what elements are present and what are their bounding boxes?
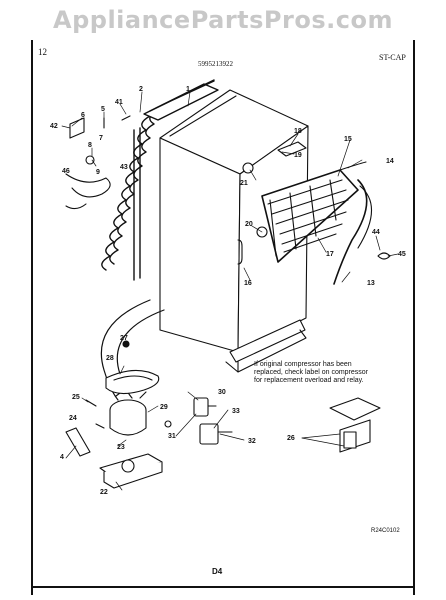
compressor-replacement-note: If original compressor has been replaced… [254, 361, 369, 384]
callout-25: 25 [72, 394, 80, 401]
page-number: 12 [38, 47, 47, 57]
callout-33: 33 [232, 408, 240, 415]
callout-20: 20 [245, 221, 253, 228]
leader-lines [61, 91, 399, 491]
callout-44: 44 [372, 229, 380, 236]
section-code: ST-CAP [379, 53, 406, 62]
callout-42: 42 [50, 123, 58, 130]
compressor [109, 389, 147, 436]
callout-8: 8 [88, 142, 92, 149]
callout-9: 9 [96, 169, 100, 176]
relay-overload [193, 397, 233, 445]
callout-7: 7 [99, 135, 103, 142]
callout-32: 32 [248, 438, 256, 445]
callout-19: 19 [294, 152, 302, 159]
callout-43: 43 [120, 164, 128, 171]
callout-6: 6 [81, 112, 85, 119]
callout-45: 45 [398, 251, 406, 258]
callout-14: 14 [386, 158, 394, 165]
callout-41: 41 [115, 99, 123, 106]
callout-22: 22 [100, 489, 108, 496]
callout-28: 28 [106, 355, 114, 362]
callout-2: 2 [139, 86, 143, 93]
callout-23: 23 [117, 444, 125, 451]
compressor-base [99, 453, 163, 489]
callout-27: 27 [120, 335, 128, 342]
diagram-reference-code: R24C0102 [371, 528, 400, 534]
callout-16: 16 [244, 280, 252, 287]
callout-26: 26 [287, 435, 295, 442]
callout-5: 5 [101, 106, 105, 113]
callout-18: 18 [294, 128, 302, 135]
evaporator-assembly [261, 161, 373, 285]
callout-24: 24 [69, 415, 77, 422]
callout-29: 29 [160, 404, 168, 411]
callout-4: 4 [60, 454, 64, 461]
callout-21: 21 [240, 180, 248, 187]
callout-13: 13 [367, 280, 375, 287]
callout-15: 15 [344, 136, 352, 143]
callout-46: 46 [62, 168, 70, 175]
callout-30: 30 [218, 389, 226, 396]
page-code: D4 [212, 567, 223, 576]
callout-labels: 1 2 4 5 6 7 8 9 13 14 15 16 17 18 19 20 … [50, 86, 406, 496]
callout-17: 17 [326, 251, 334, 258]
page-frame-bottom-rule [31, 586, 415, 588]
callout-1: 1 [186, 86, 190, 93]
drain-pan [105, 369, 160, 395]
condenser-coil [101, 79, 219, 281]
watermark-text: AppliancePartsPros.com [53, 6, 393, 34]
replacement-relay-kit [329, 397, 381, 453]
model-number: 5995213922 [198, 60, 233, 68]
callout-31: 31 [168, 433, 176, 440]
